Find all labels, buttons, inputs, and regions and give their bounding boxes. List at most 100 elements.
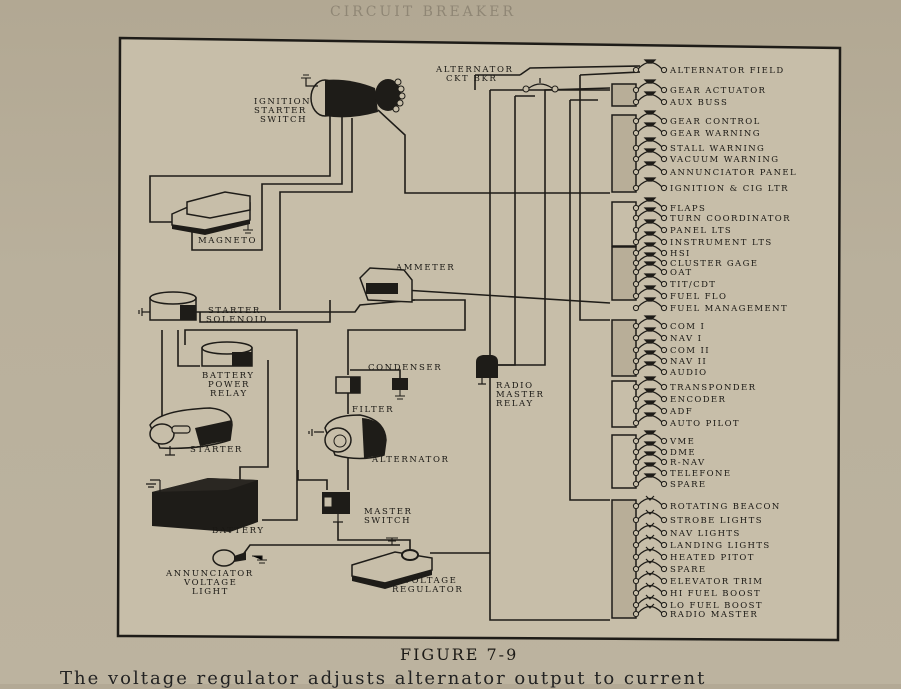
svg-text:ANNUNCIATOR: ANNUNCIATOR [165,569,254,579]
bus-bar [611,201,637,247]
circuit-label: NAV II [670,357,707,367]
svg-text:VOLTAGE: VOLTAGE [403,576,457,586]
circuit-label: PANEL LTS [670,226,732,236]
circuit-breaker [632,242,668,257]
circuit-breaker [632,509,668,524]
svg-text:STARTER: STARTER [208,306,261,316]
starter-label: STARTER [190,445,243,455]
svg-text:ALTERNATOR: ALTERNATOR [435,65,514,75]
circuit-breaker [632,546,668,561]
battery: BATTERY [146,478,265,536]
circuit-breaker [632,473,668,488]
circuit-breaker [632,285,668,300]
ignition-starter-switch-label: IGNITION STARTER SWITCH [254,97,310,125]
bus-bar [611,319,637,377]
circuit-breaker [632,522,668,537]
starter-solenoid [138,291,197,321]
circuit-label: ELEVATOR TRIM [670,577,763,587]
circuit-breaker [632,177,668,192]
bus-bar [611,380,637,428]
svg-text:SOLENOID: SOLENOID [206,315,268,325]
circuit-label: TURN COORDINATOR [670,214,791,224]
annunciator-voltage-light [212,549,267,567]
circuit-breaker [632,570,668,585]
circuit-label: FLAPS [670,204,706,214]
circuit-label: COM I [670,322,705,332]
circuit-label: ANNUNCIATOR PANEL [669,168,797,178]
circuit-breaker [632,273,668,288]
condenser-label: CONDENSER [368,363,442,373]
circuit-breaker [632,148,668,163]
circuit-breaker [632,197,668,212]
circuit-label: STALL WARNING [670,144,765,154]
figure-caption: FIGURE 7-9 [400,645,519,664]
circuit-label: SPARE [670,565,707,575]
circuit-breaker [632,582,668,597]
bus-bar [611,499,637,619]
circuit-label: FUEL FLO [670,292,727,302]
alternator-ckt-breaker [522,78,559,93]
ammeter: AMMETER [359,263,454,303]
circuit-breaker [632,231,668,246]
circuit-label: NAV I [670,334,702,344]
circuit-breaker [632,400,668,415]
circuit-label: INSTRUMENT LTS [670,238,773,248]
circuit-breaker [632,361,668,376]
svg-text:RELAY: RELAY [210,389,248,399]
alternator-label: ALTERNATOR [371,455,450,465]
starter-solenoid-label: STARTER SOLENOID [206,306,268,325]
circuit-label: DME [670,448,696,458]
circuit-breaker [632,388,668,403]
starter-motor: STARTER [149,407,243,456]
master-switch-label: MASTER SWITCH [364,507,413,526]
svg-text:BATTERY: BATTERY [202,371,255,381]
circuit-breaker [632,91,668,106]
circuit-breaker [632,59,668,74]
circuit-breaker [632,261,668,276]
circuit-breaker [632,339,668,354]
alternator: ALTERNATOR [308,414,450,465]
svg-text:RELAY: RELAY [496,399,534,409]
svg-text:POWER: POWER [208,380,250,390]
circuit-label: LANDING LIGHTS [670,541,771,551]
circuit-breakers [632,59,668,618]
battery-label: BATTERY [212,526,265,536]
page-heading-bleed: CIRCUIT BREAKER [330,4,516,20]
svg-text:MASTER: MASTER [364,507,413,517]
circuit-label: OAT [670,268,693,278]
voltage-regulator [351,537,433,589]
ignition-starter-switch [301,74,406,118]
circuit-breaker [632,603,668,618]
circuit-breaker [632,122,668,137]
condenser: CONDENSER [368,363,442,400]
circuit-label: NAV LIGHTS [670,529,741,539]
circuit-breaker [632,441,668,456]
circuit-breaker [632,376,668,391]
bus-bar [611,434,637,489]
alternator-ckt-bkr-label: ALTERNATOR CKT BKR [435,65,514,84]
voltage-regulator-label: VOLTAGE REGULATOR [392,576,463,595]
circuit-label: ALTERNATOR FIELD [669,66,785,76]
circuit-label: RADIO MASTER [670,610,758,620]
filter: FILTER [335,376,392,415]
radio-master-relay [476,355,498,385]
circuit-breaker [632,327,668,342]
circuit-breaker [632,161,668,176]
circuit-label: ROTATING BEACON [670,502,781,512]
svg-text:REGULATOR: REGULATOR [392,585,463,595]
svg-text:MASTER: MASTER [496,390,545,400]
battery-power-relay [201,341,253,367]
magneto-label: MAGNETO [198,236,257,246]
svg-text:STARTER: STARTER [254,106,307,116]
circuit-label: TIT/CDT [670,280,716,290]
circuit-label: SPARE [670,480,707,490]
circuit-breaker [632,412,668,427]
annunciator-voltage-light-label: ANNUNCIATOR VOLTAGE LIGHT [165,569,254,597]
circuit-label: ADF [669,407,693,417]
circuit-label: AUTO PILOT [669,419,740,429]
circuit-label: LO FUEL BOOST [670,601,763,611]
circuit-label: HI FUEL BOOST [670,589,761,599]
circuit-breaker [632,137,668,152]
